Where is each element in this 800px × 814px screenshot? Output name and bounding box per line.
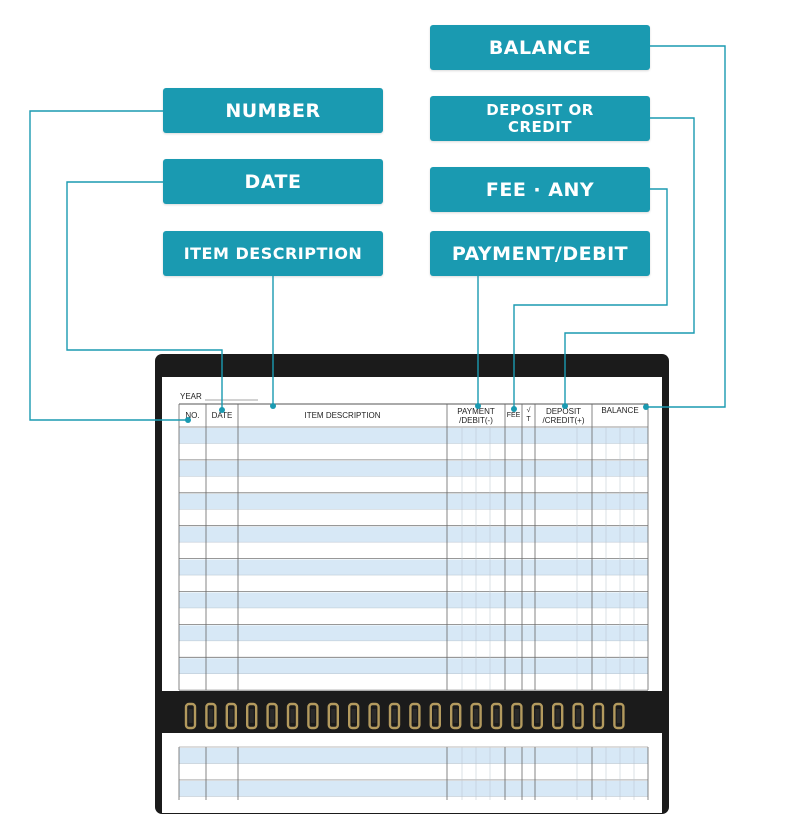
- number-callout: NUMBER: [163, 88, 383, 133]
- year-label: YEAR: [180, 392, 202, 401]
- table-row-stripe: [179, 493, 648, 510]
- table-row-stripe: [179, 592, 648, 608]
- col-header-payment-debit: PAYMENT /DEBIT(-): [447, 407, 505, 425]
- col-header-fee: FEE: [506, 412, 521, 419]
- spiral-ring-hole: [412, 709, 417, 723]
- spiral-ring-hole: [392, 709, 397, 723]
- spiral-ring-hole: [331, 709, 336, 723]
- table-row-stripe: [179, 428, 648, 444]
- spiral-ring-hole: [494, 709, 499, 723]
- balance-leader-dot: [643, 404, 649, 410]
- spiral-ring-icon: [429, 702, 441, 730]
- col-header-balance: BALANCE: [601, 406, 639, 415]
- spiral-ring-icon: [205, 702, 217, 730]
- col-header-check: √ T: [522, 406, 535, 424]
- balance-leader: [646, 45, 726, 408]
- spiral-ring-hole: [535, 709, 540, 723]
- deposit-credit-leader-dot: [562, 403, 568, 409]
- spiral-ring-icon: [266, 702, 278, 730]
- payment-debit-callout-label: PAYMENT/DEBIT: [451, 242, 629, 265]
- col-header-check-line1: √: [526, 407, 531, 414]
- table-row-stripe: [179, 460, 648, 477]
- col-header-item-description: ITEM DESCRIPTION: [304, 411, 381, 420]
- spiral-ring-hole: [372, 709, 377, 723]
- number-callout-label: NUMBER: [225, 99, 321, 122]
- spiral-ring-hole: [290, 709, 295, 723]
- spiral-ring-icon: [552, 702, 564, 730]
- spiral-ring-icon: [348, 702, 360, 730]
- spiral-ring-hole: [616, 709, 621, 723]
- item-description-callout-label: ITEM DESCRIPTION: [183, 244, 363, 263]
- date-callout: DATE: [163, 159, 383, 204]
- deposit-credit-callout: DEPOSIT OR CREDIT: [430, 96, 650, 141]
- spiral-ring-hole: [514, 709, 519, 723]
- spiral-ring-hole: [270, 709, 275, 723]
- table-row-stripe: [179, 780, 648, 797]
- payment-debit-callout: PAYMENT/DEBIT: [430, 231, 650, 276]
- spiral-ring-icon: [225, 702, 238, 730]
- fee-any-callout: FEE · ANY: [430, 167, 650, 212]
- balance-callout: BALANCE: [430, 25, 650, 70]
- balance-callout-label: BALANCE: [488, 36, 592, 59]
- spiral-ring-icon: [327, 702, 339, 730]
- col-header-no: NO.: [185, 411, 200, 420]
- fee-any-leader: [513, 188, 668, 408]
- spiral-ring-icon: [613, 702, 625, 730]
- spiral-ring-icon: [286, 702, 299, 730]
- spiral-ring-hole: [351, 709, 356, 723]
- table-row-stripe: [179, 748, 648, 764]
- spiral-ring-hole: [555, 709, 560, 723]
- spiral-ring-icon: [592, 702, 605, 730]
- deposit-credit-callout-label: DEPOSIT OR CREDIT: [486, 100, 594, 136]
- col-header-check-line2: T: [526, 416, 531, 423]
- spiral-ring-hole: [596, 709, 601, 723]
- number-leader: [29, 110, 188, 421]
- spiral-ring-icon: [470, 702, 482, 730]
- spiral-ring-icon: [368, 702, 380, 730]
- date-leader-dot: [219, 407, 225, 413]
- spiral-ring-hole: [474, 709, 479, 723]
- col-header-deposit-line1: DEPOSIT: [545, 407, 582, 416]
- spiral-ring-icon: [245, 702, 258, 730]
- item-description-callout: ITEM DESCRIPTION: [163, 231, 383, 276]
- spiral-ring-icon: [511, 702, 523, 730]
- date-callout-label: DATE: [244, 170, 302, 193]
- spiral-ring-hole: [249, 709, 254, 723]
- fee-any-leader-dot: [511, 406, 517, 412]
- spiral-ring-icon: [450, 702, 462, 730]
- deposit-credit-leader: [564, 117, 695, 404]
- payment-debit-leader-dot: [475, 403, 481, 409]
- item-description-leader-dot: [270, 403, 276, 409]
- col-header-payment-line1: PAYMENT: [457, 407, 495, 416]
- table-row-stripe: [179, 625, 648, 641]
- spiral-ring-icon: [184, 702, 197, 730]
- date-leader: [66, 181, 223, 410]
- spiral-ring-hole: [310, 709, 315, 723]
- spiral-ring-hole: [576, 709, 581, 723]
- spiral-ring-hole: [208, 709, 213, 723]
- number-leader-dot: [185, 417, 191, 423]
- spiral-ring-hole: [229, 709, 234, 723]
- table-row-stripe: [179, 559, 648, 576]
- spiral-ring-icon: [409, 702, 421, 730]
- spiral-ring-icon: [307, 702, 319, 730]
- col-header-date: DATE: [211, 411, 233, 420]
- spiral-ring-icon: [531, 702, 543, 730]
- col-header-deposit-line2: /CREDIT(+): [542, 416, 585, 425]
- spiral-ring-hole: [188, 709, 193, 723]
- spiral-ring-hole: [453, 709, 458, 723]
- spiral-ring-icon: [490, 702, 503, 730]
- col-header-deposit-credit: DEPOSIT /CREDIT(+): [535, 407, 592, 425]
- fee-any-callout-label: FEE · ANY: [485, 178, 595, 201]
- spiral-ring-icon: [388, 702, 401, 730]
- col-header-payment-line2: /DEBIT(-): [459, 416, 493, 425]
- spiral-ring-hole: [433, 709, 438, 723]
- table-row-stripe: [179, 526, 648, 543]
- table-row-stripe: [179, 658, 648, 674]
- spiral-ring-icon: [572, 702, 584, 730]
